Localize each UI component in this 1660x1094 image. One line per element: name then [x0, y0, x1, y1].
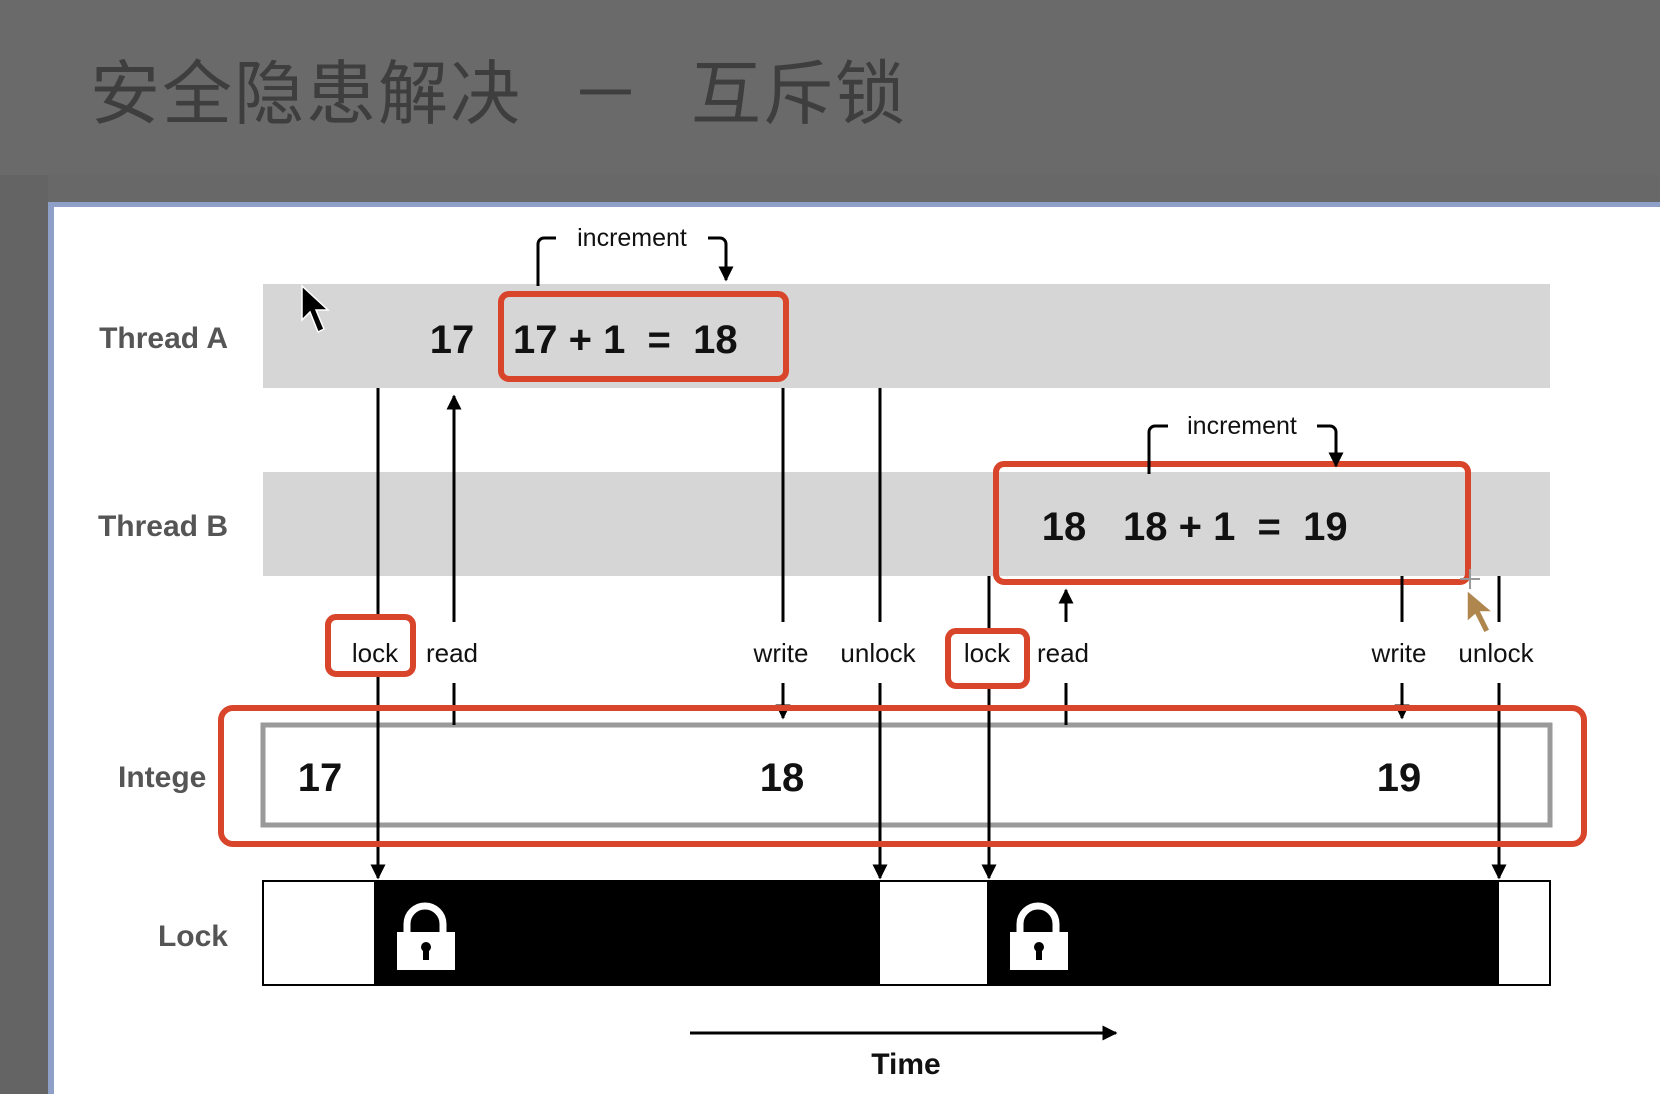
increment-arrow-end-a	[708, 236, 734, 282]
row-label-lock: Lock	[158, 920, 228, 953]
mouse-pointer-icon	[301, 284, 330, 334]
thread-a-read-value: 17	[430, 318, 475, 362]
integer-value-17: 17	[298, 756, 343, 800]
lock-held-span-b	[987, 882, 1499, 984]
thread-b-increment-label: increment	[1187, 412, 1297, 440]
row-label-integer: Intege	[118, 761, 206, 794]
thread-a-expression: 17 + 1 = 18	[513, 318, 738, 362]
time-axis-label: Time	[871, 1048, 940, 1081]
increment-bracket-start-b	[1147, 424, 1168, 474]
event-label-b-unlock: unlock	[1458, 638, 1534, 668]
integer-box	[260, 722, 1553, 828]
event-label-a-write: write	[753, 638, 809, 668]
cursor-crosshair-icon	[1460, 569, 1480, 589]
thread-b-read-value: 18	[1042, 505, 1087, 549]
lock-held-span-a	[374, 882, 880, 984]
padlock-icon	[1010, 902, 1068, 970]
row-label-thread-b: Thread B	[98, 510, 228, 543]
thread-a-lane	[263, 284, 1550, 388]
title-bar: 安全隐患解决 － 互斥锁	[0, 0, 1660, 175]
mouse-pointer-tan-icon	[1466, 588, 1496, 635]
padlock-icon	[397, 902, 455, 970]
a-lock-highlight	[325, 614, 416, 677]
thread-b-lane	[263, 472, 1550, 576]
b-lock-highlight	[945, 628, 1030, 689]
integer-value-19: 19	[1377, 756, 1422, 800]
thread-a-increment-highlight	[498, 291, 789, 382]
integer-row-highlight	[218, 705, 1587, 847]
event-label-b-lock: lock	[964, 638, 1011, 668]
integer-value-18: 18	[760, 756, 805, 800]
event-label-a-read: read	[426, 638, 478, 668]
event-label-a-unlock: unlock	[840, 638, 916, 668]
increment-bracket-start-a	[536, 236, 556, 286]
thread-a-increment-label: increment	[577, 224, 687, 252]
left-margin	[0, 175, 48, 1094]
increment-arrow-end-b	[1317, 424, 1344, 468]
page-title: 安全隐患解决 － 互斥锁	[90, 53, 908, 135]
mutex-timeline-diagram: Thread A Thread B Intege Lock 17 17 + 1 …	[98, 224, 1587, 1081]
event-label-b-read: read	[1037, 638, 1089, 668]
thread-b-expression: 18 + 1 = 19	[1123, 505, 1348, 549]
event-label-b-write: write	[1371, 638, 1427, 668]
event-label-a-lock: lock	[352, 638, 399, 668]
thread-b-increment-highlight	[993, 461, 1471, 585]
slide-canvas: Thread A Thread B Intege Lock 17 17 + 1 …	[48, 202, 1660, 1094]
row-label-thread-a: Thread A	[99, 322, 228, 355]
